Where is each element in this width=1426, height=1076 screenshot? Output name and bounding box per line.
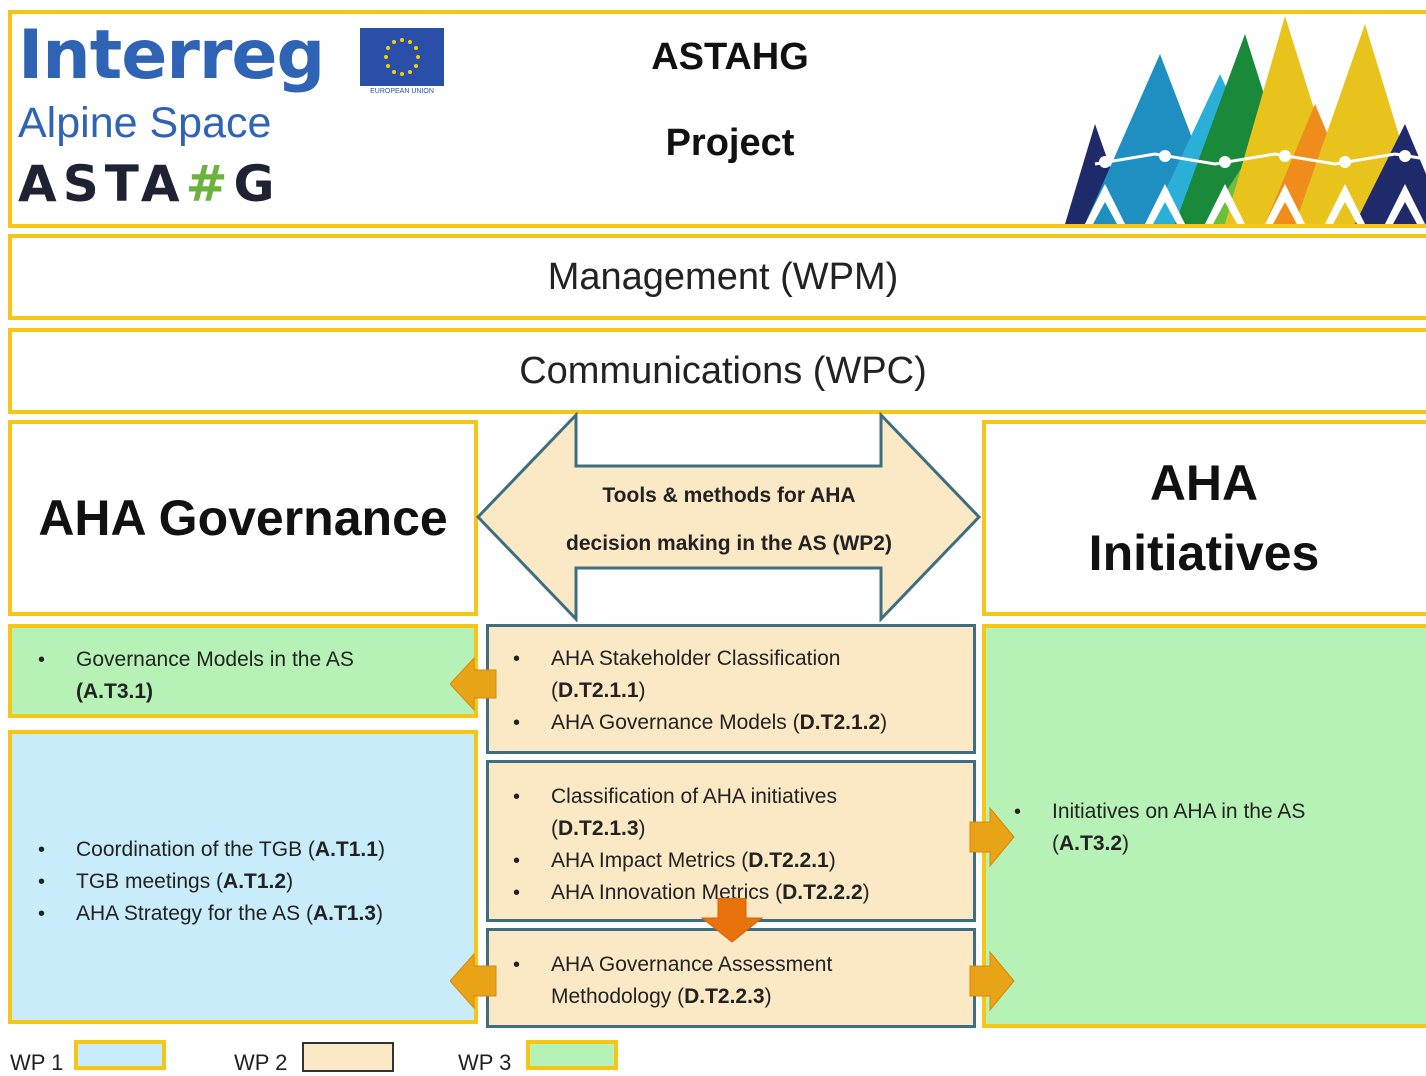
arrow-right-bottom-icon [968, 950, 1016, 1012]
legend-wp1-label: WP 1 [10, 1050, 64, 1075]
legend-wp1-swatch [74, 1040, 166, 1070]
logo-alpine-text: Alpine Space [18, 99, 272, 147]
tools-arrow-line2: decision making in the AS (WP2) [566, 532, 892, 555]
aha-initiatives-title-2: Initiatives [1088, 525, 1320, 581]
initiatives-box: Initiatives on AHA in the AS(A.T3.2) [982, 624, 1426, 1028]
list-item: AHA Governance Models (D.T2.1.2) [505, 707, 965, 739]
governance-models-list: Governance Models in the AS (A.T3.1) [30, 644, 464, 708]
list-item: AHA Innovation Metrics (D.T2.2.2) [505, 877, 965, 909]
list-item: AHA Impact Metrics (D.T2.2.1) [505, 845, 965, 877]
aha-governance-panel: AHA Governance [8, 420, 478, 616]
aha-initiatives-panel: AHA Initiatives [982, 420, 1426, 616]
legend: WP 1 WP 2 WP 3 [10, 1036, 650, 1075]
logo-interreg-text: Interreg [18, 16, 325, 95]
tools-arrow-line1: Tools & methods for AHA [602, 484, 856, 507]
aha-governance-title: AHA Governance [38, 490, 448, 546]
arrow-left-to-governance-models-icon [449, 656, 498, 712]
eu-flag-icon: EUROPEAN UNION [360, 28, 444, 100]
eu-flag-caption: EUROPEAN UNION [370, 88, 434, 95]
governance-models-box: Governance Models in the AS (A.T3.1) [8, 624, 478, 718]
list-item: Classification of AHA initiatives(D.T2.1… [505, 781, 965, 845]
communications-row: Communications (WPC) [8, 328, 1426, 414]
wp1-activities-box: Coordination of the TGB (A.T1.1) TGB mee… [8, 730, 478, 1024]
arrow-down-icon [700, 897, 764, 944]
management-label: Management (WPM) [547, 255, 899, 298]
aha-initiatives-title-1: AHA [1149, 455, 1259, 511]
tools-double-arrow: Tools & methods for AHA decision making … [475, 411, 982, 623]
header-title-1: ASTAHG [651, 35, 809, 78]
list-item: AHA Stakeholder Classification(D.T2.1.1) [505, 643, 965, 707]
header-panel [8, 10, 1426, 228]
list-item: Initiatives on AHA in the AS(A.T3.2) [1006, 796, 1424, 860]
list-item: Governance Models in the AS (A.T3.1) [30, 644, 464, 708]
legend-wp3-swatch [526, 1040, 618, 1070]
communications-label: Communications (WPC) [519, 349, 927, 392]
initiatives-list: Initiatives on AHA in the AS(A.T3.2) [1006, 796, 1424, 860]
arrow-left-to-wp1-icon [449, 952, 498, 1010]
alps-mountains-graphic [1055, 14, 1426, 224]
legend-wp2-swatch [302, 1042, 394, 1072]
management-row: Management (WPM) [8, 234, 1426, 320]
logo-astahg-text: ASTA#G [18, 155, 281, 213]
wp2-deliverables-box-a: AHA Stakeholder Classification(D.T2.1.1)… [486, 624, 976, 754]
list-item: TGB meetings (A.T1.2) [30, 866, 464, 898]
header-title-2: Project [665, 121, 795, 164]
interreg-logo: Interreg Alpine Space ASTA#G [18, 22, 358, 222]
legend-wp3-label: WP 3 [458, 1050, 512, 1075]
wp2-deliverables-box-b: Classification of AHA initiatives(D.T2.1… [486, 760, 976, 922]
list-item: AHA Strategy for the AS (A.T1.3) [30, 898, 464, 930]
legend-wp2-label: WP 2 [234, 1050, 288, 1075]
list-item: Coordination of the TGB (A.T1.1) [30, 834, 464, 866]
arrow-right-to-initiatives-icon [968, 806, 1016, 868]
wp1-activities-list: Coordination of the TGB (A.T1.1) TGB mee… [30, 834, 464, 930]
